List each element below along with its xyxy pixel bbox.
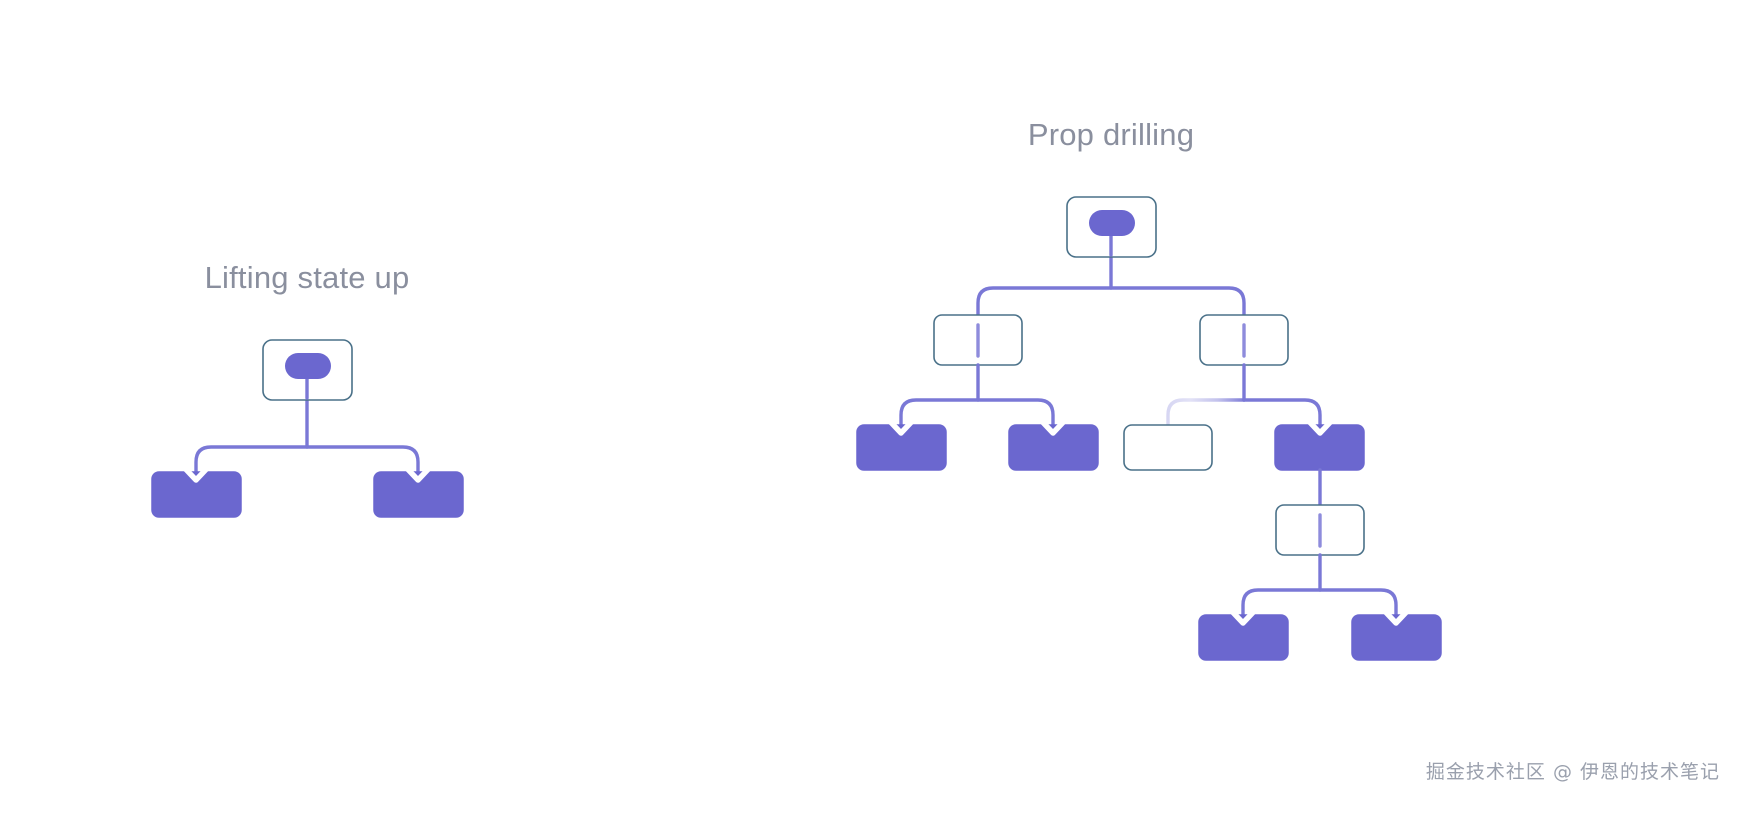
node-prop-deep-1[interactable] [1274, 412, 1365, 471]
node-body-filled [1008, 424, 1099, 471]
node-body-filled [373, 471, 464, 518]
diagram-lifting-state-up: Lifting state up [151, 260, 464, 518]
node-body-filled [856, 424, 947, 471]
edge-group-lifting [194, 398, 420, 474]
edge-group-prop-right-branch [1166, 363, 1322, 427]
diagram-title-prop-drilling: Prop drilling [1028, 117, 1194, 152]
node-prop-deep-mid[interactable] [1275, 504, 1365, 556]
edge-faded-no-prop [1166, 398, 1246, 427]
arrowhead-icon [1223, 602, 1263, 626]
edge-group-prop-level1 [976, 255, 1246, 317]
node-prop-leaf-2[interactable] [1008, 412, 1099, 471]
node-prop-leaf-no-prop[interactable] [1123, 424, 1213, 471]
node-lifting-child-1[interactable] [151, 459, 242, 518]
node-lifting-child-2[interactable] [373, 459, 464, 518]
node-body-filled [151, 471, 242, 518]
arrowhead-icon [1376, 602, 1416, 626]
watermark-label: 掘金技术社区 @ 伊恩的技术笔记 [1426, 761, 1720, 783]
node-prop-leaf-4[interactable] [1198, 602, 1289, 661]
node-body-filled [1351, 614, 1442, 661]
diagram-prop-drilling: Prop drilling [856, 117, 1442, 661]
edge-group-prop-left-branch [899, 363, 1055, 427]
diagram-title-lifting-state-up: Lifting state up [205, 260, 410, 295]
arrowhead-icon [881, 412, 921, 436]
edge-deep-mid-bus [1241, 588, 1398, 617]
node-prop-mid-right[interactable] [1199, 314, 1289, 366]
node-body-filled [1198, 614, 1289, 661]
arrowhead-icon [176, 459, 216, 483]
edge-root-to-children-bus [194, 445, 420, 474]
node-body-empty [1123, 424, 1213, 471]
node-prop-root[interactable] [1066, 196, 1157, 258]
state-pill-icon [1089, 210, 1135, 236]
arrowhead-icon [398, 459, 438, 483]
node-prop-mid-left[interactable] [933, 314, 1023, 366]
state-pill-icon [285, 353, 331, 379]
node-lifting-root[interactable] [262, 339, 353, 401]
edge-root-to-mids-bus [976, 286, 1246, 317]
arrowhead-icon [1033, 412, 1073, 436]
edge-group-prop-bottom [1241, 553, 1398, 617]
edge-mid-right-to-deep [1242, 398, 1322, 427]
edge-mid-left-bus [899, 398, 1055, 427]
node-prop-leaf-1[interactable] [856, 412, 947, 471]
arrowhead-icon [1300, 412, 1340, 436]
node-prop-leaf-5[interactable] [1351, 602, 1442, 661]
